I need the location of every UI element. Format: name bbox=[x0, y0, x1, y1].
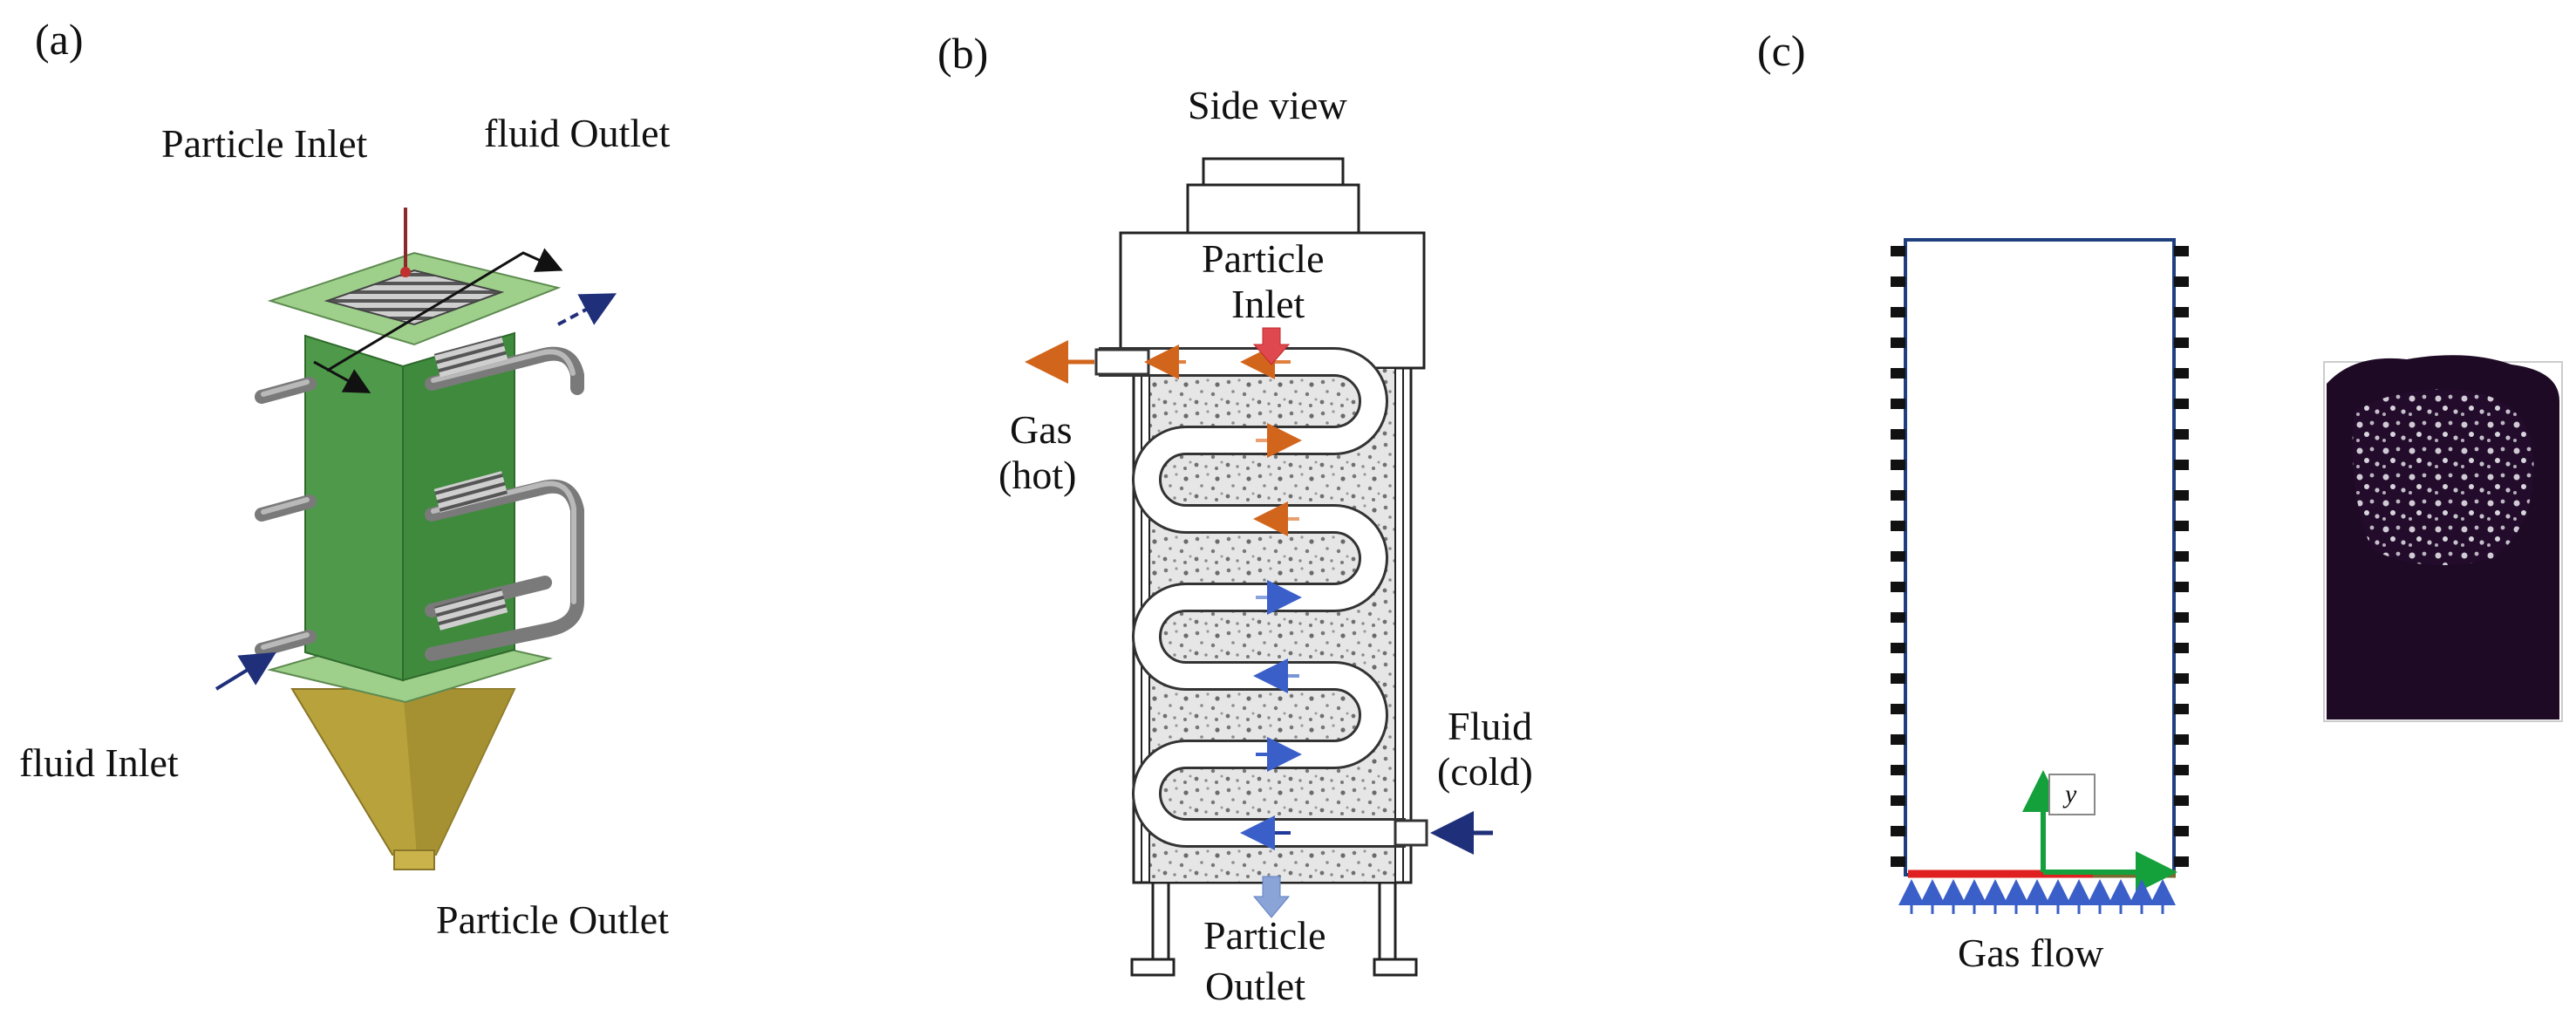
wall-marker bbox=[1891, 338, 1905, 348]
top-cap-upper bbox=[1202, 157, 1345, 187]
fin-rack-middle bbox=[433, 471, 508, 513]
particle-inlet-arrow bbox=[1252, 327, 1291, 365]
wall-marker bbox=[2174, 795, 2189, 806]
wall-marker bbox=[2174, 612, 2189, 623]
hopper-cone-shade bbox=[403, 689, 515, 855]
wall-marker bbox=[2174, 429, 2189, 440]
wall-marker bbox=[2174, 338, 2189, 348]
wall-markers-right bbox=[2174, 246, 2189, 867]
wall-marker bbox=[1891, 276, 1905, 287]
wall-marker bbox=[2174, 856, 2189, 867]
side-view-label: Side view bbox=[1188, 83, 1347, 127]
particle-bed-bubble bbox=[2352, 389, 2534, 565]
wall-marker bbox=[1891, 399, 1905, 409]
gas-label-2: (hot) bbox=[998, 453, 1076, 497]
tube-bundle-highlight bbox=[261, 349, 576, 650]
tube-flow-arrows bbox=[1144, 344, 1302, 850]
reactor-side-view bbox=[1025, 157, 1493, 977]
wall-marker bbox=[1891, 460, 1905, 470]
wall-marker bbox=[1891, 551, 1905, 562]
gas-outlet-stub bbox=[1094, 348, 1150, 376]
panel-c: (c) y Gas flow bbox=[1757, 26, 2563, 975]
wall-marker bbox=[1891, 704, 1905, 714]
particle-outlet-arrow bbox=[1252, 876, 1291, 918]
fluid-flow-inner-arrow bbox=[313, 360, 371, 393]
wall-marker bbox=[2174, 551, 2189, 562]
y-axis-label: y bbox=[2062, 780, 2077, 808]
wall-marker bbox=[2174, 734, 2189, 745]
foot-right bbox=[1373, 958, 1418, 977]
box-left-face bbox=[304, 334, 404, 682]
wall-marker bbox=[1891, 795, 1905, 806]
wall-marker bbox=[2174, 673, 2189, 684]
fluid-inlet-label: fluid Inlet bbox=[19, 740, 179, 785]
wall-marker bbox=[2174, 276, 2189, 287]
fluid-label-2: (cold) bbox=[1437, 749, 1533, 794]
particle-outlet-label-2: Outlet bbox=[1205, 964, 1305, 1008]
fluid-inlet-stub bbox=[1394, 819, 1428, 847]
wall-marker bbox=[1891, 429, 1905, 440]
inlet-grill bbox=[324, 269, 505, 326]
top-cap-lower bbox=[1186, 183, 1360, 235]
wall-marker bbox=[1891, 856, 1905, 867]
particle-bed-snapshot bbox=[2323, 355, 2563, 722]
gas-label-1: Gas bbox=[1010, 407, 1073, 452]
particle-inlet-label-1: Particle bbox=[1202, 236, 1325, 281]
wall-marker bbox=[2174, 521, 2189, 531]
wall-marker bbox=[2174, 643, 2189, 653]
wall-marker bbox=[1891, 643, 1905, 653]
wall-markers-left bbox=[1891, 246, 1905, 867]
panel-c-tag: (c) bbox=[1757, 26, 1806, 75]
wall-marker bbox=[1891, 826, 1905, 836]
fluid-label-1: Fluid bbox=[1448, 704, 1532, 748]
fin-rack-top bbox=[433, 336, 508, 378]
wall-marker bbox=[1891, 582, 1905, 592]
particle-inlet-label-2: Inlet bbox=[1231, 282, 1305, 326]
panel-b-tag: (b) bbox=[937, 29, 988, 78]
fluid-outlet-arrow bbox=[557, 293, 617, 326]
particle-outlet-label: Particle Outlet bbox=[436, 897, 669, 942]
particle-outlet-label-1: Particle bbox=[1203, 913, 1326, 958]
wall-marker bbox=[2174, 399, 2189, 409]
heat-exchanger-3d-model bbox=[215, 208, 617, 870]
wall-marker bbox=[1891, 673, 1905, 684]
wall-marker bbox=[1891, 246, 1905, 256]
wall-marker bbox=[1891, 734, 1905, 745]
wall-marker bbox=[2174, 490, 2189, 501]
panel-a: (a) Particle Inlet fluid Outlet fluid In… bbox=[19, 15, 671, 942]
particle-inlet-label: Particle Inlet bbox=[161, 121, 368, 166]
wall-marker bbox=[2174, 368, 2189, 379]
wall-marker bbox=[2174, 704, 2189, 714]
y-axis-label-box bbox=[2048, 774, 2096, 815]
wall-marker bbox=[1891, 521, 1905, 531]
wall-marker bbox=[1891, 368, 1905, 379]
wall-marker bbox=[2174, 826, 2189, 836]
wall-marker bbox=[2174, 246, 2189, 256]
panel-b: (b) Side view bbox=[937, 29, 1533, 1008]
wall-marker bbox=[2174, 307, 2189, 317]
particle-outlet-spout bbox=[393, 849, 435, 870]
fluid-outlet-label: fluid Outlet bbox=[484, 111, 671, 155]
wall-marker bbox=[1891, 490, 1905, 501]
particle-inlet-arrow-head bbox=[400, 267, 411, 277]
gas-flow-arrows bbox=[1898, 879, 2176, 914]
domain-boundary bbox=[1904, 238, 2176, 876]
wall-marker bbox=[2174, 460, 2189, 470]
foot-left bbox=[1130, 958, 1176, 977]
wall-marker bbox=[1891, 765, 1905, 775]
wall-marker bbox=[1891, 612, 1905, 623]
fluid-outlet-flow-line bbox=[326, 248, 563, 372]
panel-a-tag: (a) bbox=[35, 15, 84, 64]
gas-flow-label: Gas flow bbox=[1958, 931, 2104, 975]
fin-rack-bottom bbox=[433, 589, 508, 631]
simulation-domain: y bbox=[1891, 238, 2189, 914]
fluid-inlet-arrow bbox=[215, 651, 276, 691]
wall-marker bbox=[2174, 765, 2189, 775]
wall-marker bbox=[1891, 307, 1905, 317]
wall-marker bbox=[2174, 582, 2189, 592]
